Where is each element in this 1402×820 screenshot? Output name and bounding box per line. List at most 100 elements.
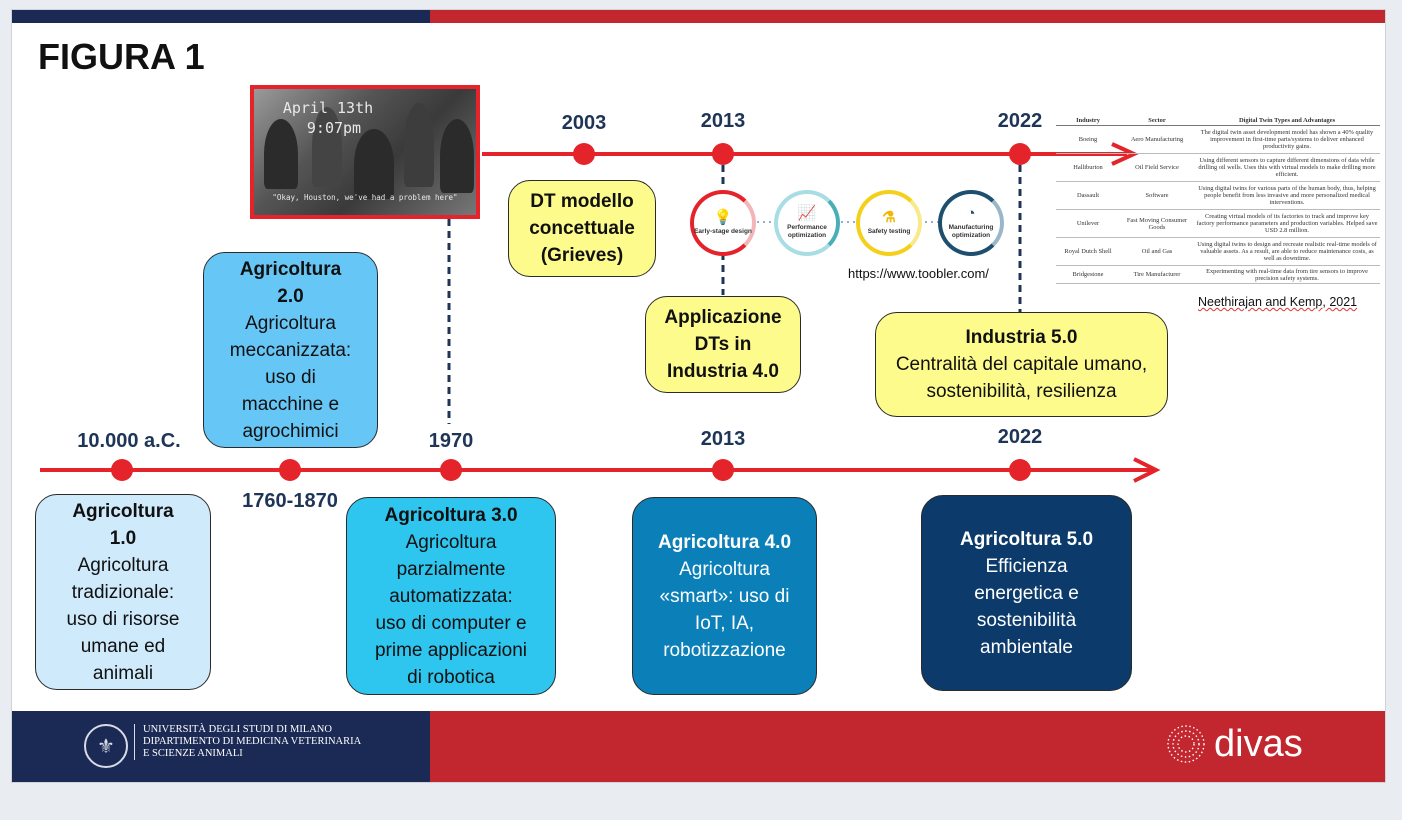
university-line: E SCIENZE ANIMALI xyxy=(143,748,243,759)
photo-date: April 13th xyxy=(282,99,374,117)
slide-title: FIGURA 1 xyxy=(38,36,205,77)
divas-logo-text: divas xyxy=(1214,722,1303,765)
table-cell: Oil and Gas xyxy=(1120,237,1194,266)
agri-3-line: di robotica xyxy=(407,666,495,688)
agri-2-line: Agricoltura xyxy=(245,312,336,334)
agri-2-title-2: 2.0 xyxy=(277,285,304,307)
table-cell: Unilever xyxy=(1056,209,1120,238)
agri-3-line: uso di computer e xyxy=(375,612,527,634)
agri-1-line: Agricoltura xyxy=(77,554,169,576)
digital-twin-table: Industry Sector Digital Twin Types and A… xyxy=(1056,116,1380,284)
icon-label-2: Performance optimization xyxy=(787,224,827,239)
agri-4-line: robotizzazione xyxy=(663,639,786,661)
event-2022-title: Industria 5.0 xyxy=(965,327,1078,348)
agri-2-line: meccanizzata: xyxy=(229,339,352,361)
university-line: UNIVERSITÀ DEGLI STUDI DI MILANO xyxy=(143,724,332,735)
bottom-timeline-arrowhead xyxy=(1133,457,1161,483)
university-seal-icon: ⚜ xyxy=(84,724,128,768)
agri-3-box: Agricoltura 3.0 Agricoltura parzialmente… xyxy=(346,497,556,695)
icon-label-1: Early-stage design xyxy=(694,228,752,235)
table-cell: Using digital twins for various parts of… xyxy=(1194,181,1380,210)
bottom-year-1970: 1970 xyxy=(428,430,474,452)
agri-1-line: animali xyxy=(92,662,154,684)
university-name: UNIVERSITÀ DEGLI STUDI DI MILANO DIPARTI… xyxy=(134,724,361,760)
table-cell: Boeing xyxy=(1056,125,1120,154)
university-line: DIPARTIMENTO DI MEDICINA VETERINARIA xyxy=(143,736,362,747)
event-box-2013: Applicazione DTs in Industria 4.0 xyxy=(645,296,801,393)
table-cell: Dassault xyxy=(1056,181,1120,210)
table-cell: Tire Manufacturer xyxy=(1120,265,1194,284)
footer-band-red xyxy=(430,711,1385,782)
agri-2-box: Agricoltura 2.0 Agricoltura meccanizzata… xyxy=(203,252,378,448)
agri-5-line: energetica e xyxy=(974,582,1079,604)
agri-3-line: parzialmente xyxy=(396,558,506,580)
event-2013-line1: Applicazione xyxy=(664,307,782,328)
agri-1-line: uso di risorse xyxy=(66,608,180,630)
top-band-red xyxy=(430,10,1385,23)
slide: FIGURA 1 April 13th 9:07pm "Okay, Housto… xyxy=(11,9,1386,783)
divas-swirl-icon xyxy=(1167,725,1205,763)
bottom-dot-2013 xyxy=(712,459,734,481)
agri-2-line: macchine e xyxy=(241,393,340,415)
table-header: Sector xyxy=(1120,116,1194,126)
top-band-blue xyxy=(12,10,430,23)
dt-use-icons: 💡Early-stage design 📈Performance optimiz… xyxy=(690,190,1010,270)
agri-1-title-2: 1.0 xyxy=(109,527,137,549)
top-year-2022: 2022 xyxy=(997,110,1043,132)
table-cell: Oil Field Service xyxy=(1120,153,1194,182)
table-header-row: Industry Sector Digital Twin Types and A… xyxy=(1056,116,1380,126)
bottom-year-2022: 2022 xyxy=(997,426,1043,448)
agri-4-line: Agricoltura xyxy=(679,558,770,580)
citation-text: Neethirajan and Kemp, 2021 xyxy=(1198,295,1358,309)
chart-icon: 📈Performance optimization xyxy=(774,190,840,256)
table-cell: Bridgestone xyxy=(1056,265,1120,284)
agri-1-line: umane ed xyxy=(80,635,166,657)
agri-4-box: Agricoltura 4.0 Agricoltura «smart»: uso… xyxy=(632,497,817,695)
table-cell: Fast Moving Consumer Goods xyxy=(1120,209,1194,238)
divas-logo: divas xyxy=(1164,722,1303,766)
bottom-year-2013: 2013 xyxy=(700,428,746,450)
table-cell: The digital twin asset development model… xyxy=(1194,125,1380,154)
agri-5-line: ambientale xyxy=(980,636,1073,658)
photo-time: 9:07pm xyxy=(306,119,362,137)
footer-band-blue xyxy=(12,711,430,782)
bottom-year-1760: 1760-1870 xyxy=(242,490,338,512)
agri-5-box: Agricoltura 5.0 Efficienza energetica e … xyxy=(921,495,1132,691)
agri-3-line: automatizzata: xyxy=(389,585,513,607)
agri-2-title-1: Agricoltura xyxy=(239,258,342,280)
top-year-2003: 2003 xyxy=(561,112,607,134)
top-dot-2022 xyxy=(1009,143,1031,165)
bottom-year-10000ac: 10.000 a.C. xyxy=(77,430,181,452)
event-box-2022: Industria 5.0 Centralità del capitale um… xyxy=(875,312,1168,417)
event-box-2003: DT modello concettuale (Grieves) xyxy=(508,180,656,277)
event-2013-line3: Industria 4.0 xyxy=(667,361,779,382)
icon-label-4: Manufacturing optimization xyxy=(948,224,994,239)
table-cell: Software xyxy=(1120,181,1194,210)
bulb-icon: 💡Early-stage design xyxy=(690,190,756,256)
bottom-dot-2022 xyxy=(1009,459,1031,481)
agri-1-box: Agricoltura 1.0 Agricoltura tradizionale… xyxy=(35,494,211,690)
table-cell: Aero Manufacturing xyxy=(1120,125,1194,154)
table-header: Digital Twin Types and Advantages xyxy=(1194,116,1380,126)
photo-caption: "Okay, Houston, we've had a problem here… xyxy=(272,193,458,202)
icon-label-3: Safety testing xyxy=(867,228,911,235)
top-year-2013: 2013 xyxy=(700,110,746,132)
agri-1-title-1: Agricoltura xyxy=(72,500,174,522)
agri-4-line: IoT, IA, xyxy=(694,612,755,634)
agri-5-line: sostenibilità xyxy=(976,609,1077,631)
bottom-dot-10000ac xyxy=(111,459,133,481)
table-cell: Creating virtual models of its factories… xyxy=(1194,209,1380,238)
apollo13-photo: April 13th 9:07pm "Okay, Houston, we've … xyxy=(250,85,480,219)
agri-2-line: agrochimici xyxy=(242,420,339,442)
event-2013-line2: DTs in xyxy=(694,334,752,355)
table-cell: Royal Dutch Shell xyxy=(1056,237,1120,266)
bottom-dot-1970 xyxy=(440,459,462,481)
table-cell: Halliburton xyxy=(1056,153,1120,182)
agri-2-line: uso di xyxy=(265,366,316,388)
table-cell: Experimenting with real-time data from t… xyxy=(1194,265,1380,284)
